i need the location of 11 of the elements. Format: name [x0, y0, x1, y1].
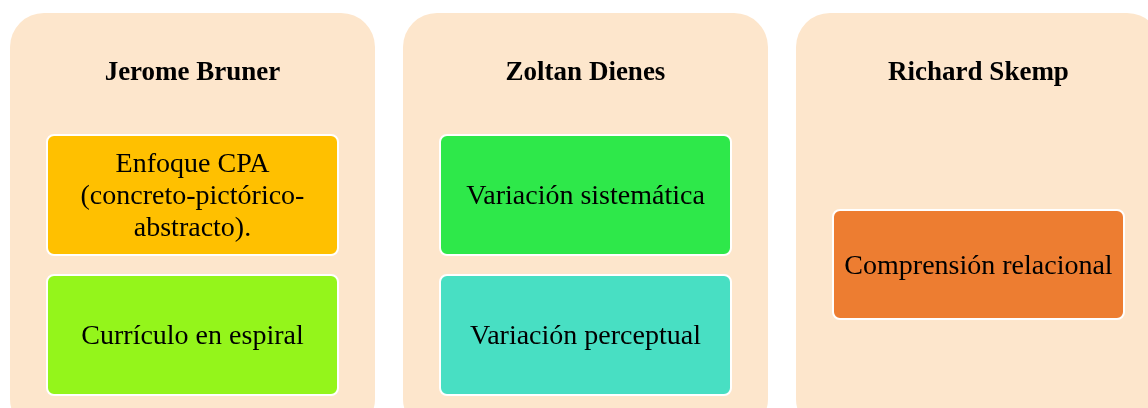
panel — [796, 13, 1148, 408]
concept-box: Enfoque CPA (concreto-pictórico-abstracto). — [46, 134, 339, 256]
panel-heading: Zoltan Dienes — [504, 55, 667, 88]
concept-box: Currículo en espiral — [46, 274, 339, 396]
panel-heading: Jerome Bruner — [103, 55, 282, 88]
panel — [10, 13, 375, 408]
concept-box: Variación sistemática — [439, 134, 732, 256]
concept-box: Variación perceptual — [439, 274, 732, 396]
panel-heading: Richard Skemp — [887, 55, 1070, 88]
concept-box: Comprensión relacional — [832, 209, 1125, 320]
panel — [403, 13, 768, 408]
